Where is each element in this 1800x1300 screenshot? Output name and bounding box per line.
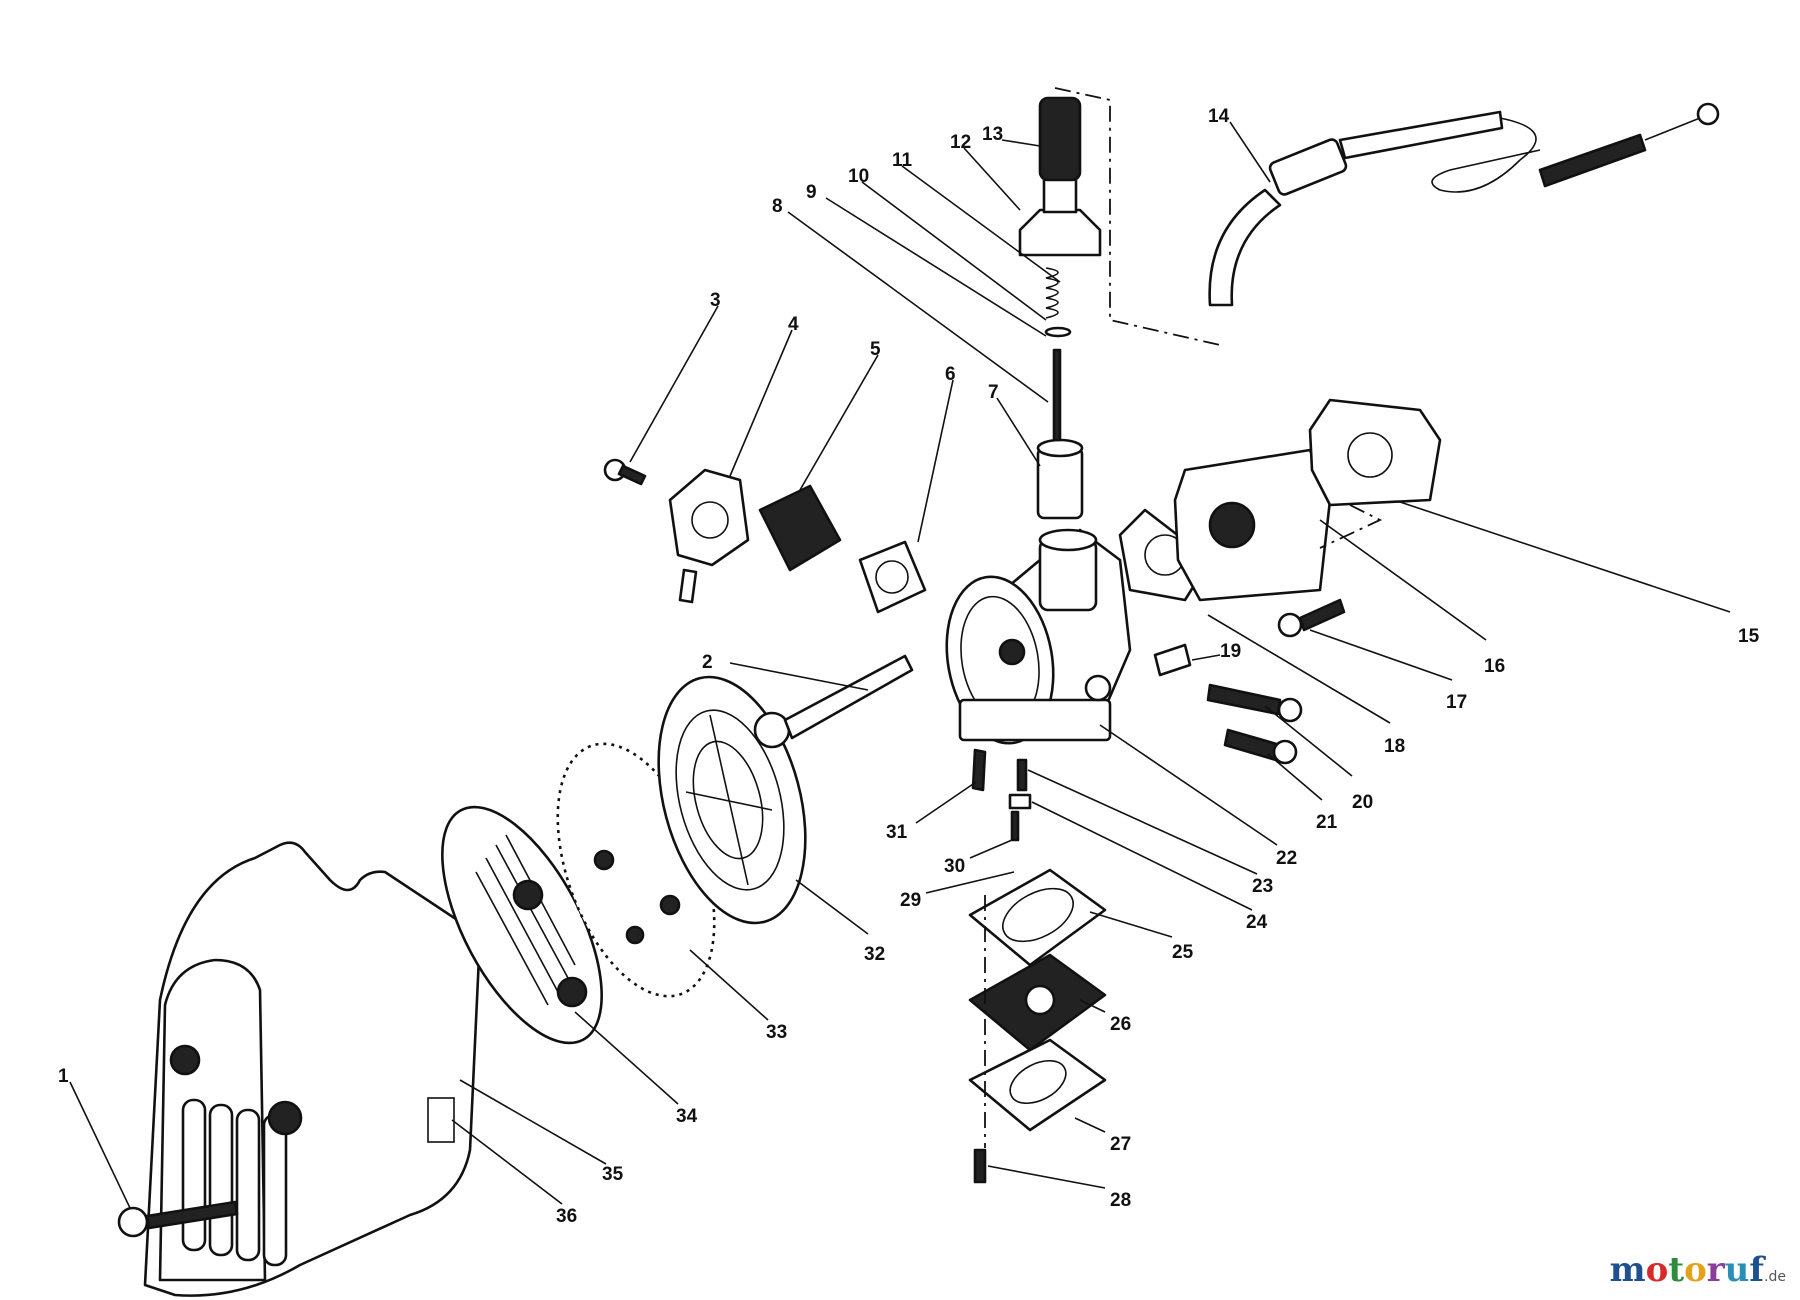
parts-artwork — [117, 87, 1720, 1297]
cap-12-adjuster-13 — [1018, 96, 1102, 257]
long-bolt-2 — [753, 654, 914, 749]
label-30: 30 — [944, 856, 965, 877]
watermark-letter: r — [1706, 1250, 1725, 1290]
label-11: 11 — [892, 150, 913, 171]
label-31: 31 — [886, 822, 908, 843]
inlet-needle-parts — [971, 748, 1032, 842]
watermark-letter: t — [1668, 1250, 1685, 1290]
label-16: 16 — [1484, 656, 1505, 677]
label-25: 25 — [1172, 942, 1194, 963]
label-20: 20 — [1352, 792, 1373, 813]
label-34: 34 — [676, 1106, 698, 1127]
filter-screen-34 — [441, 805, 603, 1045]
label-28: 28 — [1110, 1190, 1131, 1211]
label-24: 24 — [1246, 912, 1268, 933]
label-18: 18 — [1384, 736, 1405, 757]
watermark-letter: o — [1684, 1250, 1707, 1290]
label-29: 29 — [900, 890, 921, 911]
watermark-letter: m — [1609, 1250, 1646, 1290]
carburetor-body — [945, 528, 1132, 745]
watermark-tld: .de — [1764, 1269, 1786, 1285]
label-5: 5 — [870, 339, 881, 360]
diaphragm-stack-25-26-27 — [968, 868, 1107, 1184]
label-6: 6 — [945, 364, 956, 385]
label-36: 36 — [556, 1206, 577, 1227]
dash-lines — [984, 87, 1383, 1148]
screws-17-19-20-21 — [1153, 598, 1346, 765]
label-15: 15 — [1738, 626, 1760, 647]
label-26: 26 — [1110, 1014, 1131, 1035]
label-12: 12 — [950, 132, 971, 153]
screw-1 — [117, 1200, 239, 1238]
part-labels: 1 2 3 4 5 6 7 8 9 10 11 12 13 14 15 16 1… — [58, 106, 1760, 1227]
jet-needle-8 — [1052, 348, 1062, 442]
motoruf-watermark-logo: motoruf.de — [1610, 1250, 1786, 1290]
label-23: 23 — [1252, 876, 1273, 897]
label-3: 3 — [710, 290, 721, 311]
clip-9-spring-11 — [1044, 267, 1072, 338]
label-32: 32 — [864, 944, 885, 965]
throttle-barrel-7 — [1036, 438, 1084, 520]
watermark-letter: o — [1645, 1250, 1669, 1290]
air-filter-cover — [143, 841, 482, 1297]
watermark-letter: f — [1749, 1250, 1765, 1290]
label-9: 9 — [806, 182, 817, 203]
label-14: 14 — [1208, 106, 1230, 127]
label-4: 4 — [788, 314, 799, 335]
gaskets-18-16-15 — [1118, 398, 1442, 602]
label-10: 10 — [848, 166, 869, 187]
label-2: 2 — [702, 652, 713, 673]
label-27: 27 — [1110, 1134, 1131, 1155]
label-13: 13 — [982, 124, 1003, 145]
label-8: 8 — [772, 196, 783, 217]
cable-14 — [1208, 102, 1720, 307]
label-22: 22 — [1276, 848, 1297, 869]
fuel-pump-3-4-5-6 — [603, 458, 927, 614]
label-35: 35 — [602, 1164, 624, 1185]
leader-lines — [69, 121, 1731, 1209]
label-33: 33 — [766, 1022, 787, 1043]
label-17: 17 — [1446, 692, 1467, 713]
label-19: 19 — [1220, 641, 1241, 662]
label-21: 21 — [1316, 812, 1338, 833]
label-1: 1 — [58, 1066, 69, 1087]
watermark-letter: u — [1724, 1250, 1750, 1290]
label-7: 7 — [988, 382, 999, 403]
